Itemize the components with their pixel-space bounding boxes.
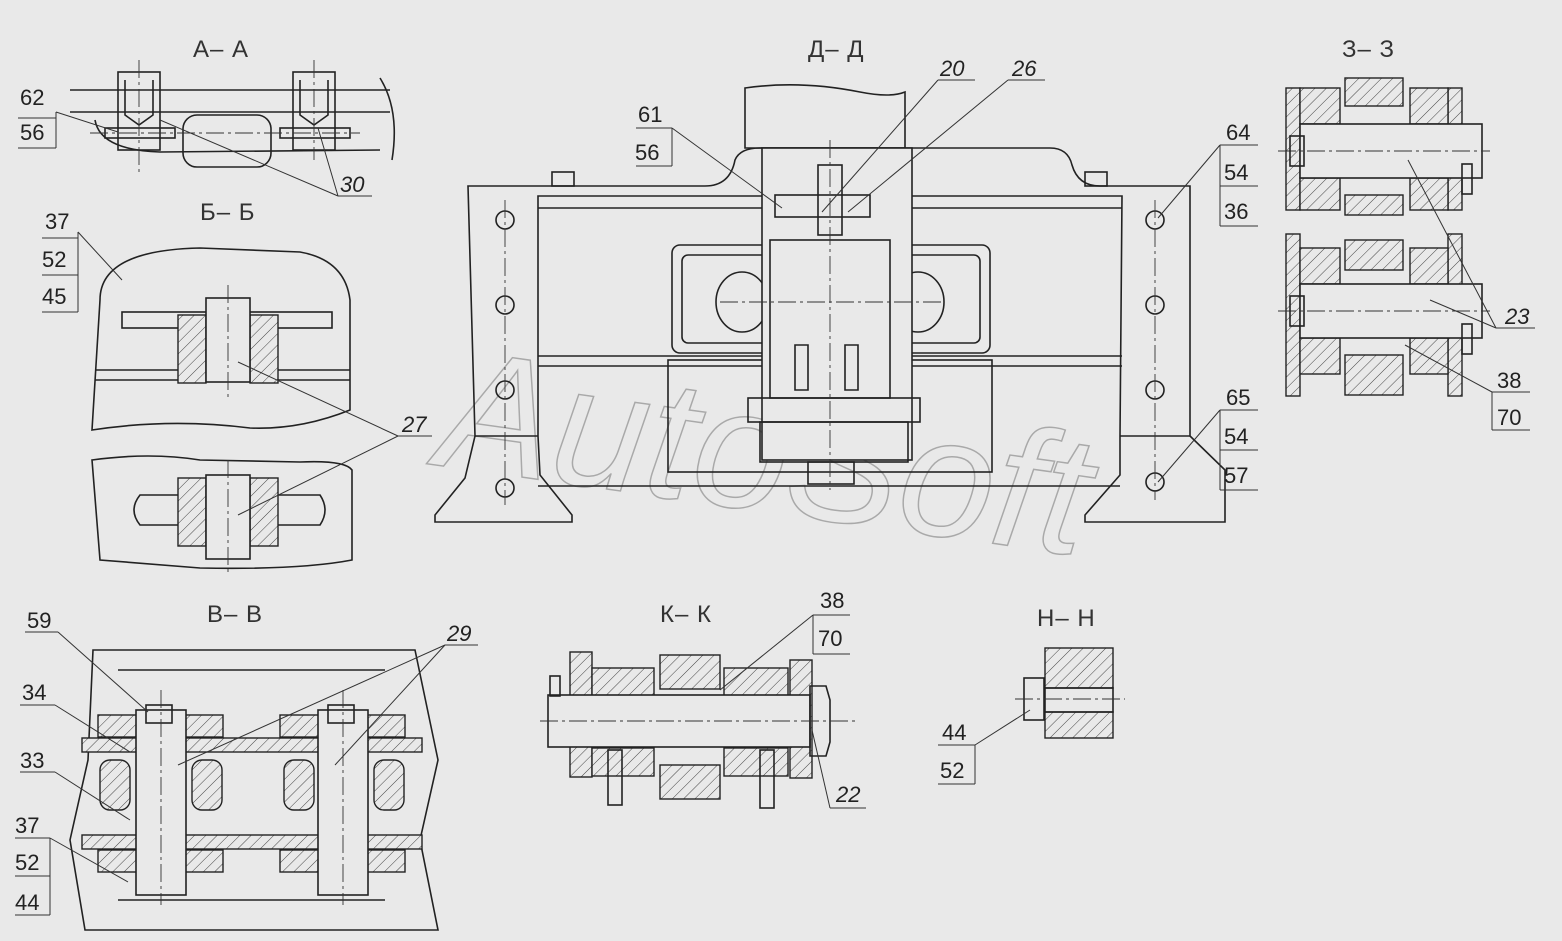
callout-34: 34 <box>22 680 46 705</box>
callout-70: 70 <box>1497 405 1521 430</box>
section-aa: А– А <box>18 36 396 197</box>
callout-61: 61 <box>638 102 662 127</box>
callout-36: 36 <box>1224 199 1248 224</box>
section-zz-title: З– З <box>1342 36 1395 63</box>
callout-52: 52 <box>42 247 66 272</box>
callout-59: 59 <box>27 608 51 633</box>
callout-54b: 54 <box>1224 424 1248 449</box>
callout-38: 38 <box>1497 368 1521 393</box>
section-nn: Н– Н <box>938 605 1125 785</box>
callout-64: 64 <box>1226 120 1250 145</box>
section-kk-title: К– К <box>660 601 712 628</box>
callout-62: 62 <box>20 85 44 110</box>
callout-65: 65 <box>1226 385 1250 410</box>
callout-56: 56 <box>20 120 44 145</box>
callout-45: 45 <box>42 284 66 309</box>
callout-37b: 37 <box>15 813 39 838</box>
callout-27: 27 <box>401 412 427 437</box>
section-vv: В– В <box>15 601 478 931</box>
callout-44b: 44 <box>942 720 966 745</box>
callout-57: 57 <box>1224 463 1248 488</box>
section-aa-title: А– А <box>193 36 249 63</box>
callout-70b: 70 <box>818 626 842 651</box>
callout-23: 23 <box>1504 304 1530 329</box>
section-vv-title: В– В <box>207 601 263 628</box>
callout-37: 37 <box>45 209 69 234</box>
callout-54: 54 <box>1224 160 1248 185</box>
callout-20: 20 <box>939 56 965 81</box>
section-dd: Д– Д <box>434 36 1258 523</box>
section-dd-title: Д– Д <box>808 36 865 63</box>
callout-26: 26 <box>1011 56 1037 81</box>
callout-30: 30 <box>340 172 365 197</box>
section-bb-title: Б– Б <box>200 199 256 226</box>
section-zz: З– З <box>1278 36 1535 431</box>
section-kk: К– К <box>540 601 866 809</box>
callout-52b: 52 <box>15 850 39 875</box>
callout-38b: 38 <box>820 588 844 613</box>
callout-33: 33 <box>20 748 44 773</box>
callout-44: 44 <box>15 890 39 915</box>
callout-52c: 52 <box>940 758 964 783</box>
section-bb: Б– Б <box>42 199 432 575</box>
callout-56b: 56 <box>635 140 659 165</box>
callout-22: 22 <box>835 782 860 807</box>
section-nn-title: Н– Н <box>1037 605 1096 632</box>
callout-29: 29 <box>446 621 471 646</box>
